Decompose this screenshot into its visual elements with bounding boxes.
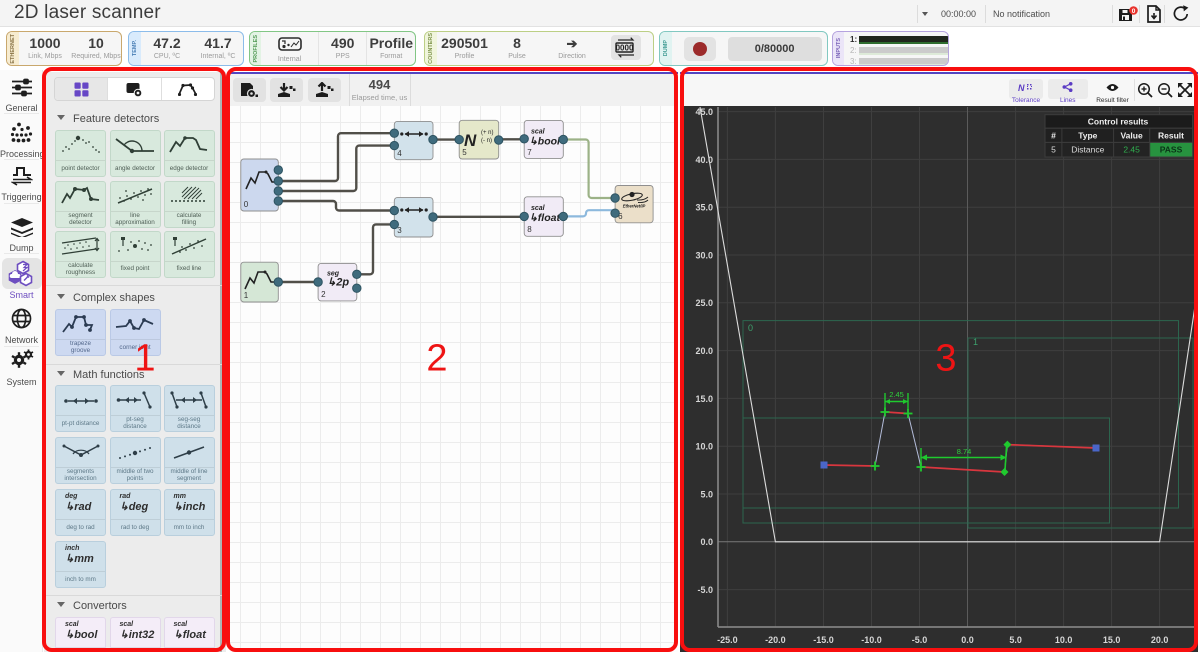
- svg-text:0.0: 0.0: [961, 635, 974, 645]
- svg-text:-5.0: -5.0: [912, 635, 928, 645]
- svg-text:↳bool: ↳bool: [529, 136, 561, 148]
- svg-text:(- n): (- n): [481, 138, 492, 144]
- svg-text:8.74: 8.74: [957, 447, 972, 456]
- svg-text:20.0: 20.0: [1151, 635, 1169, 645]
- svg-text:0.0: 0.0: [700, 537, 713, 547]
- svg-text:Type: Type: [1078, 130, 1097, 140]
- svg-text:seg: seg: [327, 270, 340, 277]
- svg-text:N: N: [464, 131, 477, 150]
- svg-text:-5.0: -5.0: [697, 585, 713, 595]
- svg-text:15.0: 15.0: [1103, 635, 1121, 645]
- svg-text:Value: Value: [1120, 130, 1142, 140]
- svg-text:20.0: 20.0: [695, 346, 713, 356]
- svg-text:0: 0: [748, 323, 753, 333]
- svg-text:25.0: 25.0: [695, 298, 713, 308]
- svg-text:(+ n): (+ n): [481, 130, 494, 136]
- svg-text:2: 2: [321, 290, 326, 299]
- svg-text:#: #: [1051, 130, 1056, 140]
- svg-text:-20.0: -20.0: [765, 635, 786, 645]
- svg-text:1: 1: [973, 337, 978, 347]
- svg-text:5.0: 5.0: [700, 489, 713, 499]
- svg-text:↳float: ↳float: [529, 212, 560, 224]
- svg-text:40.0: 40.0: [695, 155, 713, 165]
- svg-text:35.0: 35.0: [695, 203, 713, 213]
- svg-text:5: 5: [462, 148, 467, 157]
- svg-text:↳2p: ↳2p: [327, 276, 349, 288]
- svg-text:15.0: 15.0: [695, 394, 713, 404]
- svg-text:0: 0: [1132, 8, 1136, 15]
- svg-text:-15.0: -15.0: [813, 635, 834, 645]
- svg-text:8: 8: [527, 225, 532, 234]
- svg-text:0: 0: [244, 200, 249, 209]
- svg-text:scal: scal: [531, 205, 546, 212]
- svg-text:6: 6: [618, 212, 623, 221]
- svg-text:N: N: [1018, 83, 1025, 92]
- svg-text:7: 7: [527, 148, 532, 157]
- svg-text:5: 5: [1051, 145, 1056, 155]
- svg-text:30.0: 30.0: [695, 250, 713, 260]
- svg-text:scal: scal: [531, 128, 546, 135]
- svg-text:0000: 0000: [615, 44, 633, 53]
- svg-text:3: 3: [397, 226, 402, 235]
- svg-text:-25.0: -25.0: [717, 635, 738, 645]
- svg-text:10.0: 10.0: [695, 442, 713, 452]
- svg-text:-10.0: -10.0: [861, 635, 882, 645]
- svg-text:PASS: PASS: [1160, 145, 1183, 155]
- svg-text:45.0: 45.0: [695, 107, 713, 117]
- svg-text:2.45: 2.45: [1123, 145, 1140, 155]
- svg-text:4: 4: [397, 149, 402, 158]
- svg-text:5.0: 5.0: [1009, 635, 1022, 645]
- svg-text:Control results: Control results: [1088, 117, 1149, 127]
- svg-text:1: 1: [244, 291, 249, 300]
- svg-text:Result: Result: [1158, 130, 1184, 140]
- svg-text:EtherNet/IP: EtherNet/IP: [623, 204, 646, 209]
- svg-text:10.0: 10.0: [1055, 635, 1073, 645]
- svg-text:Distance: Distance: [1071, 145, 1104, 155]
- svg-text:2.45: 2.45: [889, 390, 904, 399]
